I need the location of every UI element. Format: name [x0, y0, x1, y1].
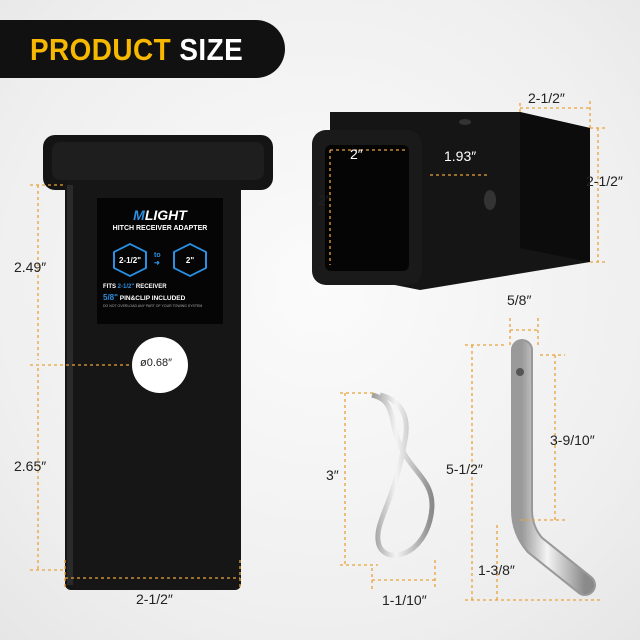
dim-pin-bend-length: 1-3/8″	[478, 562, 515, 578]
dim-clip-height: 3″	[326, 467, 339, 483]
dim-tube-top-width: 2-1/2″	[528, 90, 565, 106]
dim-pin-straight-length: 3-9/10″	[550, 432, 595, 448]
r-clip	[371, 392, 435, 558]
page-title: PRODUCT SIZE	[30, 32, 243, 68]
adapter-dimension-lines	[30, 184, 241, 590]
from-size-hexagon: 2-1/2"	[113, 243, 147, 277]
pin-hole	[132, 337, 188, 393]
dim-tube-inner-height: 2″	[318, 192, 331, 208]
tube-dimension-lines	[329, 100, 605, 265]
dim-hole-diameter: ø0.68″	[140, 357, 173, 369]
dim-adapter-lower-height: 2.65″	[14, 458, 47, 474]
dim-tube-hole-offset: 1.93″	[444, 148, 477, 164]
dim-pin-total-length: 5-1/2″	[446, 461, 483, 477]
product-label: MLIGHT HITCH RECEIVER ADAPTER 2-1/2" to➜…	[97, 198, 223, 324]
to-size-hexagon: 2"	[173, 243, 207, 277]
fits-text: FITS 2-1/2" RECEIVER	[103, 284, 167, 290]
title-word-size: SIZE	[179, 32, 244, 67]
arrow-to-text: to➜	[154, 252, 161, 267]
dim-clip-width: 1-1/10″	[382, 592, 427, 608]
dim-tube-side-height: 2-1/2″	[586, 173, 623, 189]
label-subtitle: HITCH RECEIVER ADAPTER	[112, 225, 208, 232]
title-banner	[0, 20, 285, 78]
dim-adapter-width: 2-1/2″	[136, 591, 173, 607]
dim-tube-inner-width: 2″	[350, 146, 363, 162]
dim-adapter-upper-height: 2.49″	[14, 259, 47, 275]
pin-included-text: 5/8" PIN&CLIP INCLUDED	[103, 293, 186, 302]
pin-clip-dimension-lines	[340, 318, 600, 601]
dim-pin-diameter: 5/8″	[507, 292, 532, 308]
receiver-tube	[312, 112, 590, 290]
brand-logo: MLIGHT	[133, 207, 187, 223]
title-word-product: PRODUCT	[30, 32, 172, 67]
fine-print: DO NOT OVERLOAD ANY PART OF YOUR TOWING …	[103, 304, 203, 308]
